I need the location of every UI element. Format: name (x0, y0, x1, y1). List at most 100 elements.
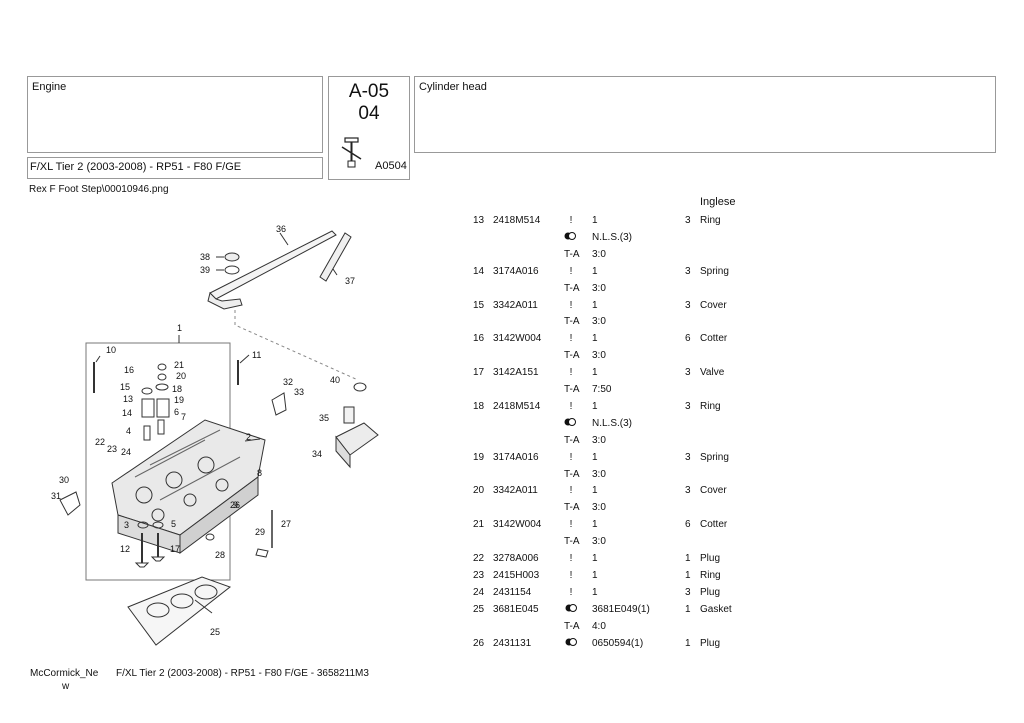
torque-label: T-A (564, 282, 580, 294)
description: Cover (700, 485, 727, 497)
section-label: Engine (32, 81, 67, 93)
callout-26: 26 (230, 500, 240, 510)
callout-32: 32 (283, 377, 293, 387)
callout-18: 18 (172, 384, 182, 394)
torque-label: T-A (564, 248, 580, 260)
torque-label: T-A (564, 468, 580, 480)
quantity: 6 (685, 333, 691, 345)
applicability-value: 1 (592, 569, 598, 581)
callout-31: 31 (51, 491, 61, 501)
part-number: 3142A151 (493, 367, 539, 379)
warning-mark: ! (569, 299, 573, 311)
nls-symbol (565, 601, 577, 618)
nls-icon (564, 417, 576, 426)
part-number: 3342A011 (493, 485, 538, 497)
part-number: 3142W004 (493, 333, 542, 345)
part-number: 2431154 (493, 586, 532, 598)
quantity: 3 (685, 451, 691, 463)
warning-mark: ! (569, 586, 573, 598)
item-number: 16 (473, 333, 485, 345)
callout-16: 16 (124, 365, 134, 375)
quantity: 3 (685, 586, 691, 598)
code-top: A-05 (348, 81, 390, 102)
code-bottom: 04 (358, 103, 380, 124)
quantity: 3 (685, 367, 691, 379)
quantity: 1 (685, 569, 691, 581)
callout-17: 17 (170, 544, 180, 554)
callout-34: 34 (312, 449, 322, 459)
callout-12: 12 (120, 544, 130, 554)
subrow-value: 3:0 (592, 434, 606, 446)
footer-brand: McCormick_Ne (30, 668, 99, 679)
description: Cotter (700, 519, 728, 531)
subrow-value: 3:0 (592, 468, 606, 480)
warning-mark: ! (569, 333, 573, 345)
description: Spring (700, 265, 729, 277)
item-number: 15 (473, 299, 485, 311)
footer-brand-cont: w (62, 681, 70, 692)
part-number: 3174A016 (493, 451, 539, 463)
page-title: Cylinder head (419, 81, 487, 93)
callout-24: 24 (121, 447, 131, 457)
item-number: 17 (473, 367, 485, 379)
description: Plug (700, 586, 721, 598)
callout-39: 39 (200, 265, 210, 275)
code-box: A-05 04 A0504 (328, 76, 410, 180)
subrow-value: 7:50 (592, 384, 612, 395)
torque-label: T-A (564, 536, 580, 548)
quantity: 3 (685, 299, 691, 311)
part-number: 2418M514 (493, 215, 541, 226)
warning-mark: ! (569, 485, 573, 497)
applicability-value: 1 (592, 333, 598, 345)
warning-mark: ! (569, 553, 573, 564)
item-number: 20 (473, 485, 485, 497)
parts-subrow: T-A 3:0 (0, 533, 1024, 550)
callout-10: 10 (106, 345, 116, 355)
item-number: 19 (473, 451, 485, 463)
quantity: 3 (685, 400, 691, 412)
callout-5: 5 (171, 519, 176, 529)
subrow-value: N.L.S.(3) (592, 417, 633, 429)
quantity: 6 (685, 519, 691, 531)
torque-label: T-A (564, 316, 580, 328)
warning-mark: ! (569, 265, 573, 277)
torque-label: T-A (564, 384, 580, 395)
subrow-value: 3:0 (592, 282, 606, 294)
model-box: F/XL Tier 2 (2003-2008) - RP51 - F80 F/G… (27, 157, 323, 179)
callout-23: 23 (107, 444, 117, 454)
subrow-value: 3:0 (592, 536, 606, 548)
callout-1: 1 (177, 323, 182, 333)
callout-14: 14 (122, 408, 132, 418)
applicability-value: 1 (592, 485, 598, 497)
description: Plug (700, 553, 721, 564)
nls-icon (565, 603, 577, 612)
parts-subrow: N.L.S.(3) (0, 415, 1024, 432)
image-filename: Rex F Foot Step\00010946.png (29, 184, 169, 195)
description: Valve (700, 367, 725, 379)
nls-symbol (564, 229, 576, 246)
callout-29: 29 (255, 527, 265, 537)
description: Cover (700, 299, 727, 311)
item-number: 25 (473, 603, 485, 615)
callout-37: 37 (345, 276, 355, 286)
callout-27: 27 (281, 519, 291, 529)
applicability-value: 1 (592, 553, 598, 564)
callout-38: 38 (200, 252, 210, 262)
torque-label: T-A (564, 350, 580, 362)
callout-8: 8 (257, 468, 262, 478)
callout-22: 22 (95, 437, 105, 447)
torque-label: T-A (564, 502, 580, 514)
description: Plug (700, 637, 721, 649)
warning-mark: ! (569, 451, 573, 463)
part-number: 2415H003 (493, 569, 540, 581)
